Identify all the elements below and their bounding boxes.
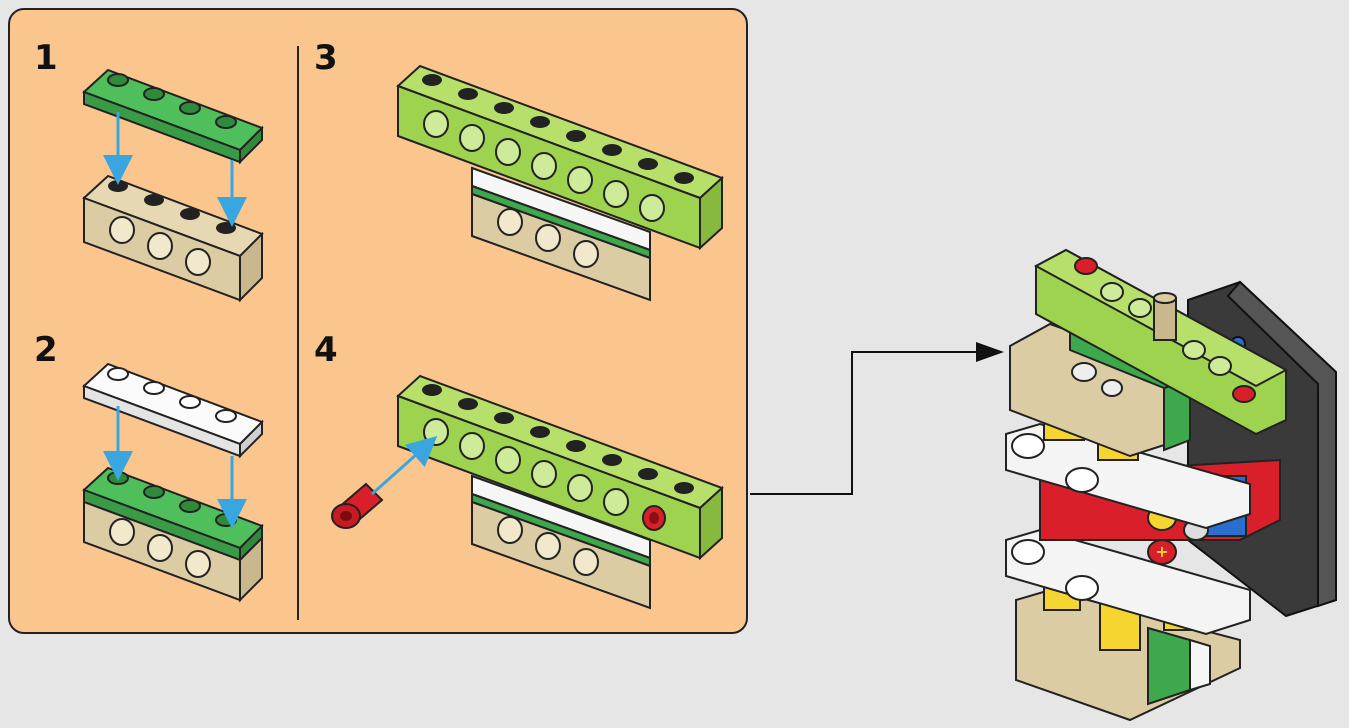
connector-arrow xyxy=(750,342,1004,495)
svg-text:+: + xyxy=(1155,542,1168,561)
step-3-illustration xyxy=(396,64,724,302)
panel-divider xyxy=(297,46,299,620)
step-number-2: 2 xyxy=(34,330,58,370)
assembled-model: + xyxy=(1005,248,1337,722)
green-plate-1x4 xyxy=(82,68,264,165)
tan-brick-with-green-plate xyxy=(82,466,264,603)
red-technic-pin xyxy=(331,482,384,529)
step-2-illustration xyxy=(82,362,264,603)
white-plate-1x4 xyxy=(82,362,264,459)
step-1-illustration xyxy=(82,68,264,303)
step-4-illustration xyxy=(331,374,724,610)
base-stack xyxy=(471,474,651,610)
lime-technic-beam-1x8 xyxy=(396,64,724,251)
step-number-4: 4 xyxy=(314,330,338,370)
arrow-pointer-icon xyxy=(371,436,438,496)
step-number-3: 3 xyxy=(314,38,338,78)
step-number-1: 1 xyxy=(34,38,58,78)
base-stack xyxy=(471,166,651,302)
tan-brick-1x4 xyxy=(82,174,264,303)
